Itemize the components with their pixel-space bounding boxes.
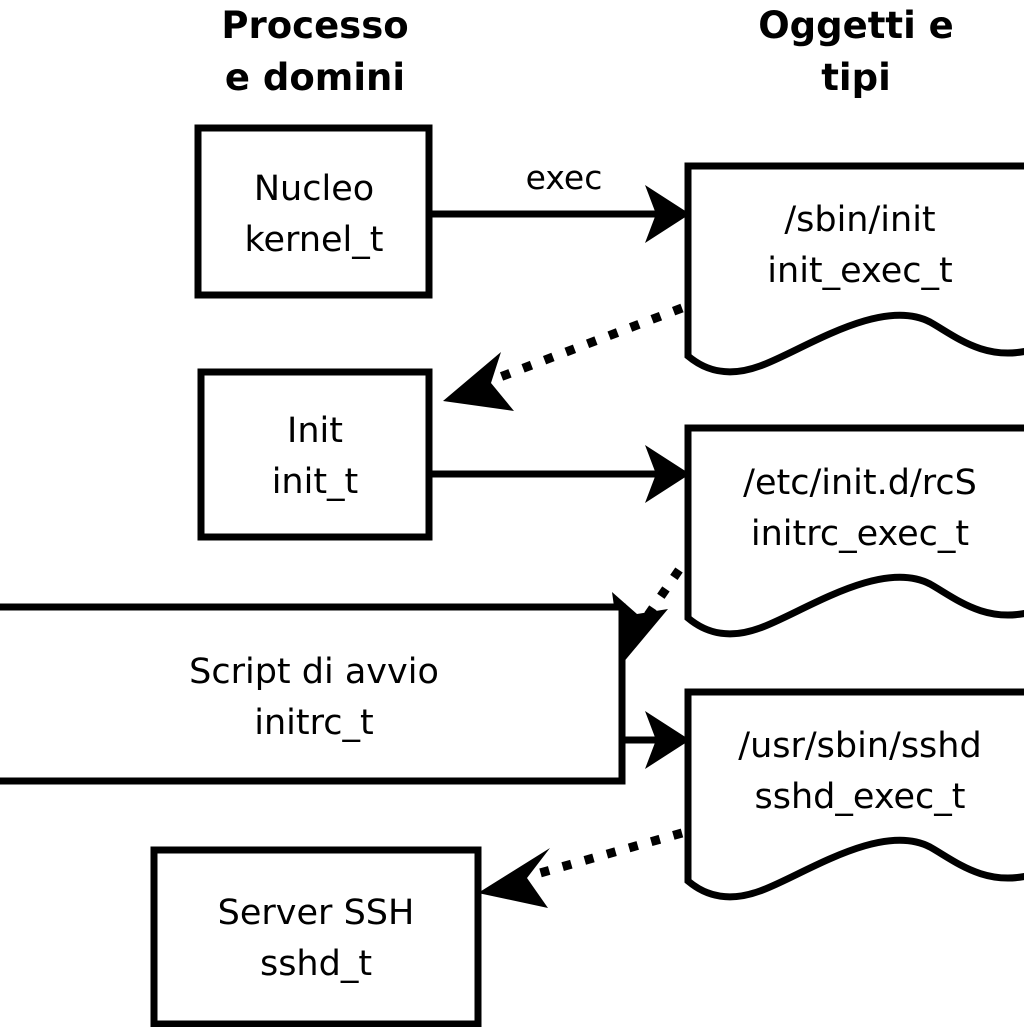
process-node-initrc-shape	[0, 603, 626, 785]
edge-init-exec-initrc-exec	[432, 445, 690, 503]
edge-initrc-exec-transition-initrc-line	[644, 567, 683, 618]
process-node-kernel-line1: Nucleo	[254, 169, 374, 209]
edge-sshd-exec-transition-sshd	[478, 828, 684, 908]
edge-label-exec: exec	[526, 158, 603, 197]
process-node-sshd[interactable]: Server SSH sshd_t	[150, 846, 482, 1027]
edge-init-exec-transition-init-line	[485, 303, 684, 387]
object-node-init-exec-line1: /sbin/init	[784, 200, 935, 240]
edge-init-exec-transition-init	[443, 303, 684, 411]
column-header-objects: Oggetti e tipi	[758, 4, 954, 99]
process-node-init-line1: Init	[287, 411, 343, 451]
process-node-initrc-line2: initrc_t	[254, 703, 373, 743]
process-node-init-line2: init_t	[272, 462, 359, 502]
object-node-initrc-exec-line2: initrc_exec_t	[751, 514, 969, 554]
edge-initrc-exec-sshd-exec-arrowhead	[645, 711, 690, 769]
column-header-objects-line1: Oggetti e	[758, 4, 954, 47]
object-node-sshd-exec-line1: /usr/sbin/sshd	[738, 726, 981, 766]
process-node-sshd-line2: sshd_t	[260, 944, 372, 984]
edge-initrc-exec-sshd-exec	[624, 711, 690, 769]
edge-kernel-exec-init-exec-arrowhead	[645, 185, 690, 243]
edge-sshd-exec-transition-sshd-arrowhead	[478, 848, 550, 908]
process-node-initrc[interactable]: Script di avvio initrc_t	[0, 603, 626, 785]
column-header-processes: Processo e domini	[221, 4, 408, 99]
edge-initrc-exec-transition-initrc	[612, 567, 683, 664]
edge-kernel-exec-init-exec: exec	[432, 158, 690, 243]
object-node-init-exec-shape	[684, 162, 1024, 376]
process-node-kernel-shape	[194, 124, 433, 299]
column-header-objects-line2: tipi	[821, 56, 891, 99]
edge-initrc-exec-transition-initrc-arrowhead	[612, 592, 668, 664]
object-node-initrc-exec[interactable]: /etc/init.d/rcS initrc_exec_t	[684, 424, 1024, 638]
process-node-kernel[interactable]: Nucleo kernel_t	[194, 124, 433, 299]
process-node-initrc-line1: Script di avvio	[189, 652, 439, 692]
process-node-kernel-line2: kernel_t	[245, 220, 384, 260]
column-header-processes-line1: Processo	[221, 4, 408, 47]
object-node-sshd-exec-shape	[684, 688, 1024, 901]
object-node-init-exec[interactable]: /sbin/init init_exec_t	[684, 162, 1024, 376]
process-node-init-shape	[197, 368, 433, 541]
process-node-init[interactable]: Init init_t	[197, 368, 433, 541]
object-node-sshd-exec[interactable]: /usr/sbin/sshd sshd_exec_t	[684, 688, 1024, 901]
edge-init-exec-initrc-exec-arrowhead	[645, 445, 690, 503]
object-node-init-exec-line2: init_exec_t	[767, 251, 952, 291]
edge-init-exec-transition-init-arrowhead	[443, 352, 514, 411]
object-node-initrc-exec-shape	[684, 424, 1024, 638]
object-node-initrc-exec-line1: /etc/init.d/rcS	[743, 463, 977, 503]
column-header-processes-line2: e domini	[225, 56, 405, 99]
process-node-sshd-shape	[150, 846, 482, 1027]
edge-sshd-exec-transition-sshd-line	[531, 828, 684, 880]
process-node-sshd-line1: Server SSH	[218, 893, 415, 933]
object-node-sshd-exec-line2: sshd_exec_t	[755, 777, 966, 817]
